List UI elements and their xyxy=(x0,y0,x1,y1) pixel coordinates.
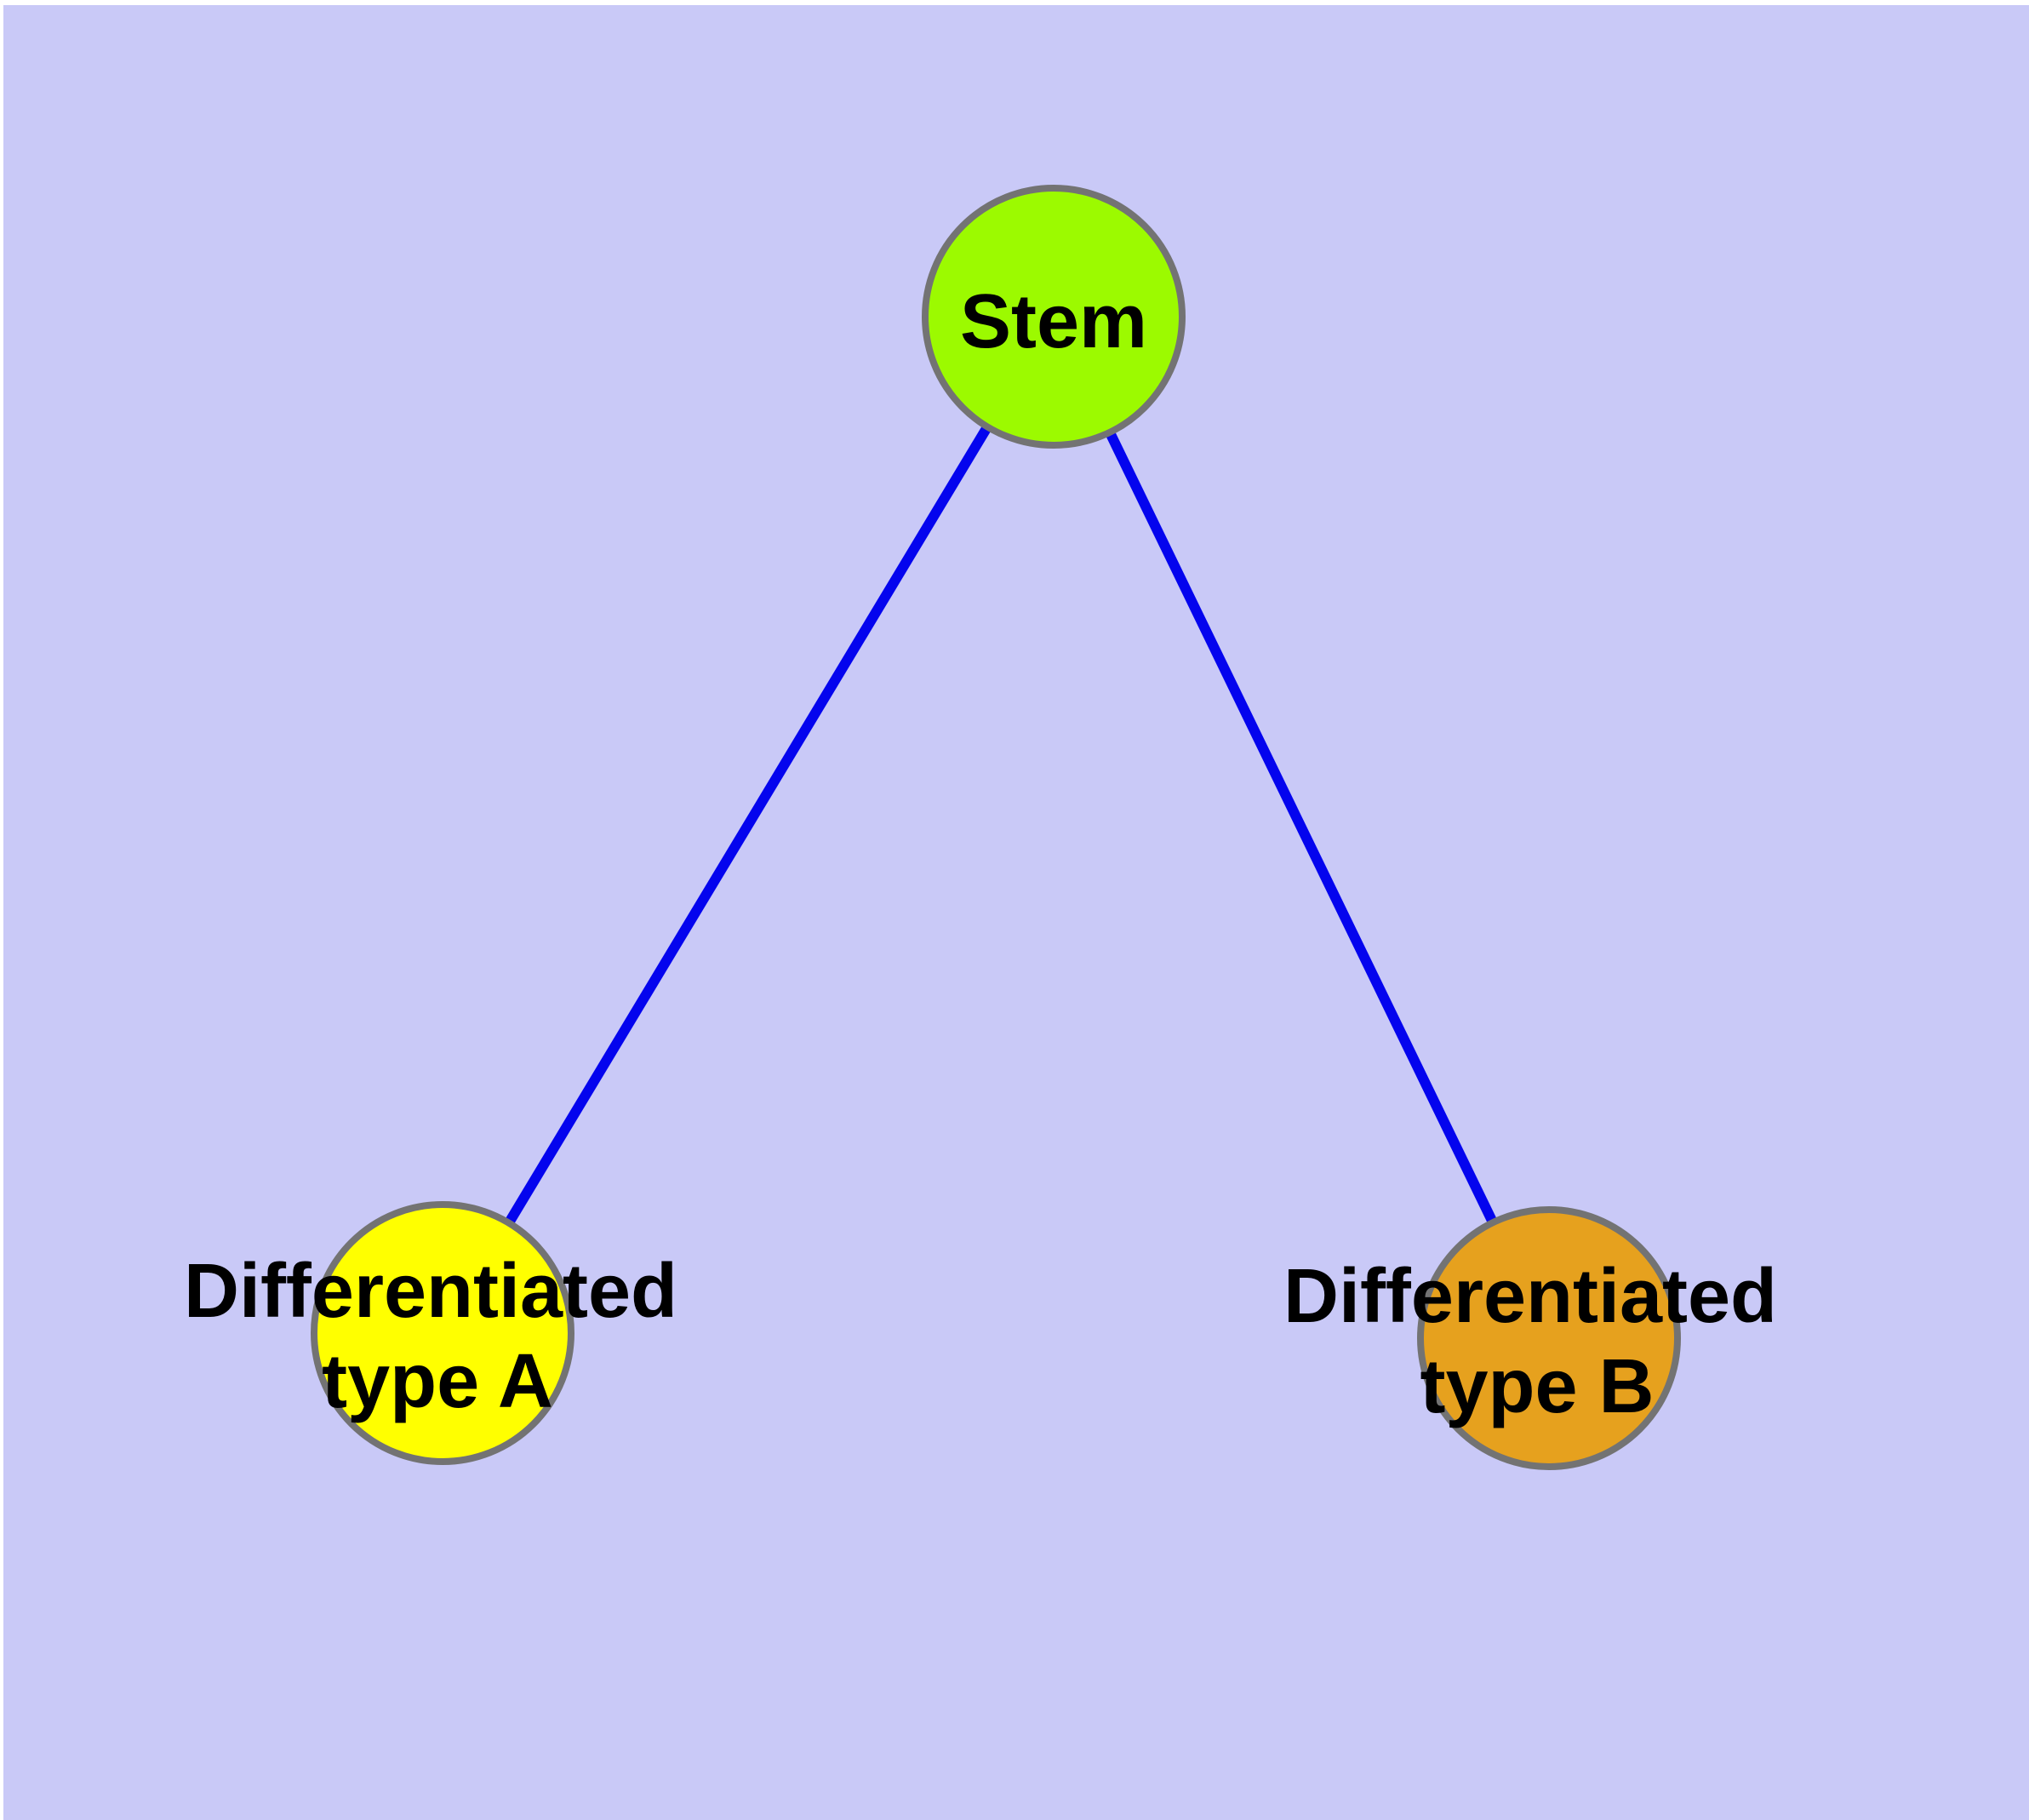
node-stem-circle xyxy=(922,185,1186,449)
edge-stem-to-type-a xyxy=(437,313,1059,1336)
node-stem-label: Stem xyxy=(960,279,1147,364)
node-differentiated-type-b-circle xyxy=(1417,1206,1681,1470)
node-differentiated-type-a-label-line1: Differentiated xyxy=(184,1249,677,1334)
node-differentiated-type-b-label-line1: Differentiated xyxy=(1283,1254,1777,1339)
edge-stem-to-type-b xyxy=(1049,314,1554,1341)
node-differentiated-type-a-label-line2: type A xyxy=(322,1339,553,1424)
node-differentiated-type-b-label-line2: type B xyxy=(1420,1344,1654,1429)
node-differentiated-type-a-circle xyxy=(311,1201,574,1465)
